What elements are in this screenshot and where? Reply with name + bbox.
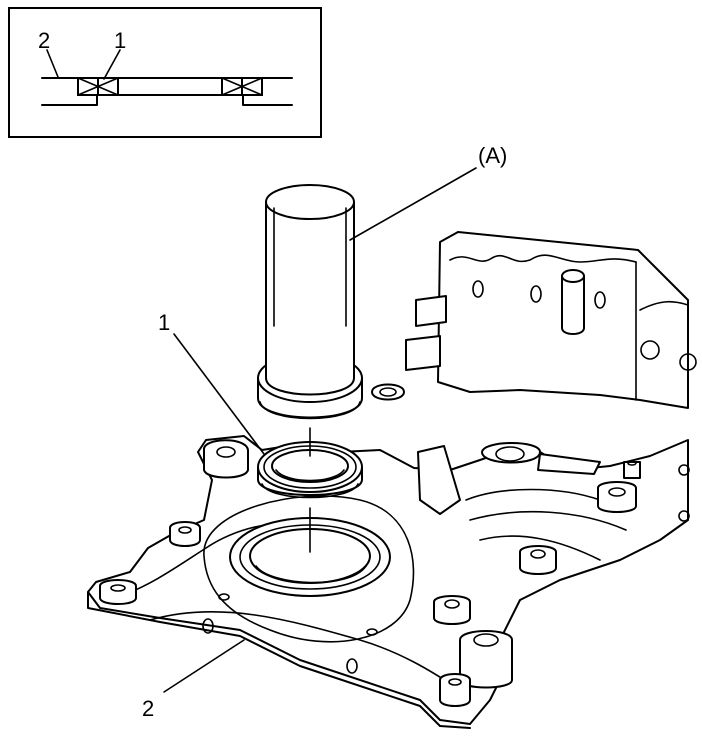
callout-label-tool: (A) bbox=[478, 143, 507, 168]
inset-seal-left bbox=[77, 77, 119, 96]
callout-tool: (A) bbox=[349, 143, 507, 241]
callout-label-cover: 2 bbox=[142, 696, 154, 721]
inset-frame bbox=[8, 7, 322, 138]
inset-detail: 2 1 bbox=[8, 7, 322, 138]
inset-label-cover: 2 bbox=[38, 28, 50, 53]
engine-block bbox=[371, 231, 697, 409]
special-tool-installer bbox=[257, 184, 363, 420]
inset-seal-right bbox=[221, 77, 263, 96]
inset-label-seal: 1 bbox=[114, 28, 126, 53]
callout-label-seal: 1 bbox=[158, 310, 170, 335]
oil-seal bbox=[257, 441, 363, 499]
callout-seal: 1 bbox=[158, 310, 265, 455]
timing-cover bbox=[87, 435, 690, 729]
callout-cover: 2 bbox=[142, 639, 245, 721]
